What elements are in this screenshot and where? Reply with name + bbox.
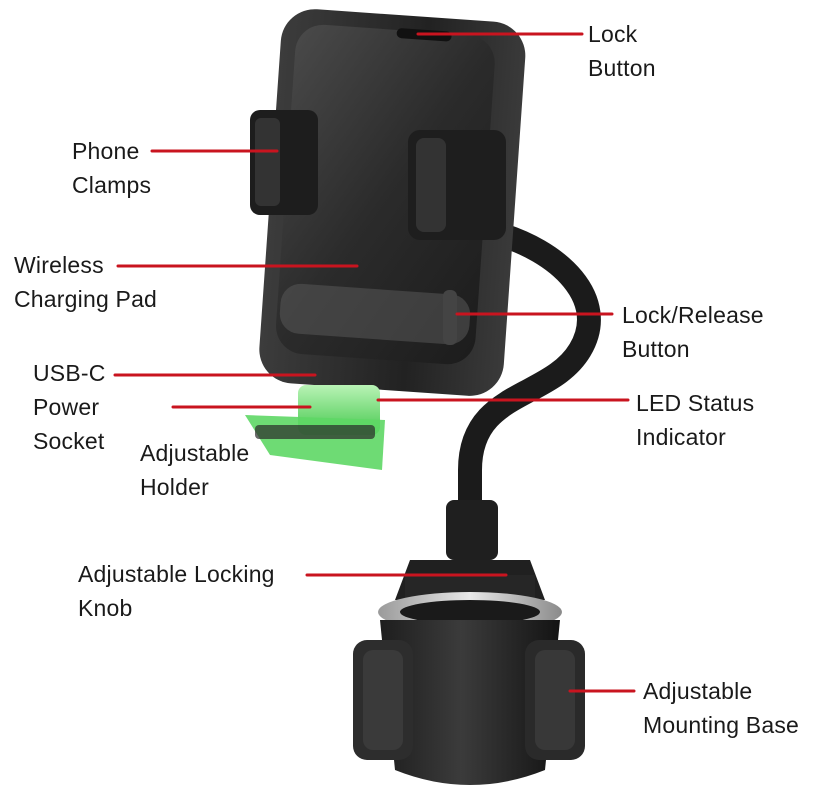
label-wireless-charging-pad: Wireless Charging Pad: [14, 252, 158, 312]
leader-lines: [113, 32, 636, 693]
gooseneck-arm: [458, 220, 601, 532]
label-usbc-power-socket: USB-C Power Socket: [33, 360, 106, 454]
label-phone-clamps: Phone Clamps: [72, 138, 152, 198]
label-adjustable-mounting-base: Adjustable Mounting Base: [643, 678, 800, 738]
charging-pad-face: [275, 24, 495, 365]
label-adjustable-locking-knob: Adjustable Locking Knob: [78, 561, 275, 621]
lock-release-button-shape: [443, 290, 457, 345]
label-led-status-indicator: LED Status Indicator: [636, 390, 755, 450]
label-lock-button: Lock Button: [588, 21, 656, 81]
mounting-base-cup: [380, 620, 560, 785]
arm-collar: [446, 500, 498, 560]
label-adjustable-holder: Adjustable Holder: [140, 440, 250, 500]
adjustable-holder-foot: [245, 415, 385, 470]
label-lock-release-button: Lock/Release Button: [622, 302, 764, 362]
